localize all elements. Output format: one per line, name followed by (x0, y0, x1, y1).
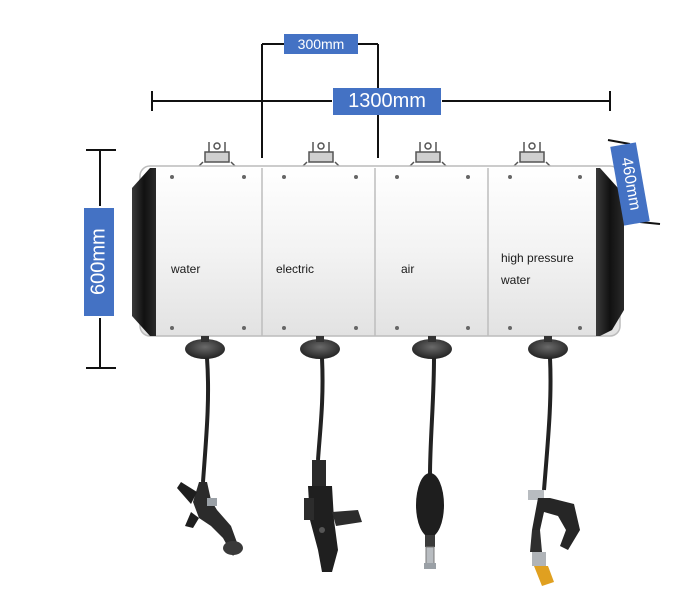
spray-gun-icon (177, 482, 243, 556)
high-pressure-water-reel (528, 336, 580, 586)
reel-label-text: high pressure (501, 251, 574, 265)
dimension-1300mm (151, 91, 611, 111)
electric-reel (300, 336, 362, 572)
reel-cabinet (132, 165, 624, 337)
left-end-cap (132, 168, 156, 336)
air-reel (412, 336, 452, 569)
hose-guide (528, 339, 568, 359)
reel-label-text-line2: water (501, 273, 531, 287)
label-300mm: 300mm (284, 34, 358, 54)
label-1300mm: 1300mm (333, 88, 441, 115)
reel-label-air: air (401, 258, 414, 280)
reel-label-text: electric (276, 262, 315, 276)
water-reel (177, 336, 243, 556)
hose-guide (412, 339, 452, 359)
hose (542, 357, 553, 491)
right-end-cap (596, 168, 624, 336)
hose (201, 357, 211, 483)
hose (428, 357, 436, 476)
pressure-washer-gun-icon (528, 490, 580, 586)
reel-label-electric: electric (276, 258, 314, 280)
reel-label-text: air (401, 262, 415, 276)
charging-gun-icon (304, 460, 362, 572)
reel-label-high-pressure-water: high pressure water (501, 247, 574, 291)
dimension-600mm (86, 149, 116, 369)
hose (316, 357, 325, 461)
reel-label-water: water (171, 258, 200, 280)
reel-label-text: water (171, 262, 201, 276)
hose-guide (185, 339, 225, 359)
mounting-bracket (198, 142, 551, 167)
hose-guide (300, 339, 340, 359)
air-nozzle-icon (416, 473, 444, 569)
label-600mm: 600mm (84, 208, 114, 316)
